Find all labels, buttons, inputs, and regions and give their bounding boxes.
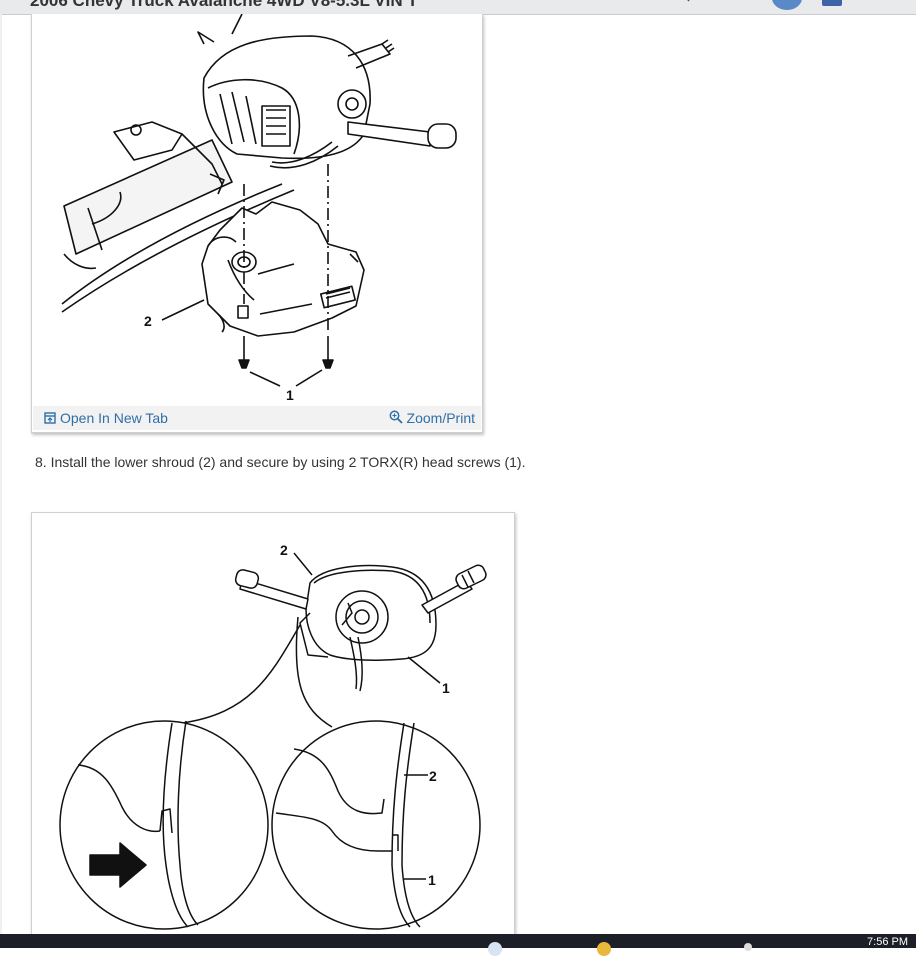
- detail-callout-2: 2: [429, 768, 437, 784]
- zoom-icon: [389, 410, 403, 424]
- callout-2: 2: [144, 313, 152, 329]
- zoom-print-label: Zoom/Print: [406, 410, 475, 426]
- browser-icon[interactable]: [488, 942, 502, 956]
- folder-icon[interactable]: [597, 942, 611, 956]
- account-icon[interactable]: [822, 0, 842, 6]
- scroll-edge: [0, 14, 2, 934]
- figure-1: 1 2 Open In New Tab Zoom/Print: [31, 14, 483, 433]
- arrow-icon[interactable]: [684, 0, 692, 2]
- callout-1-top: 1: [442, 680, 450, 696]
- shroud-alignment-diagram: 2 1 2 1: [59, 542, 487, 930]
- app-bar: 2006 Chevy Truck Avalanche 4WD V8-5.3L V…: [0, 0, 916, 15]
- open-tab-icon: [44, 412, 56, 424]
- callout-2-top: 2: [280, 542, 288, 558]
- callout-1: 1: [286, 387, 294, 403]
- steering-column-diagram: 1 2: [61, 14, 457, 403]
- open-new-tab-link[interactable]: Open In New Tab: [44, 410, 168, 426]
- step-instruction: 8. Install the lower shroud (2) and secu…: [35, 454, 526, 470]
- figure-caption-bar: Open In New Tab Zoom/Print: [33, 406, 481, 430]
- app-icon[interactable]: [744, 943, 752, 951]
- detail-callout-1: 1: [428, 872, 436, 888]
- page-title: 2006 Chevy Truck Avalanche 4WD V8-5.3L V…: [30, 0, 418, 10]
- user-avatar[interactable]: [772, 0, 802, 10]
- taskbar: 7:56 PM: [0, 934, 916, 956]
- clock: 7:56 PM: [867, 936, 908, 948]
- open-new-tab-label: Open In New Tab: [60, 410, 168, 426]
- figure-2: 2 1 2 1: [31, 512, 515, 944]
- zoom-print-link[interactable]: Zoom/Print: [389, 410, 475, 426]
